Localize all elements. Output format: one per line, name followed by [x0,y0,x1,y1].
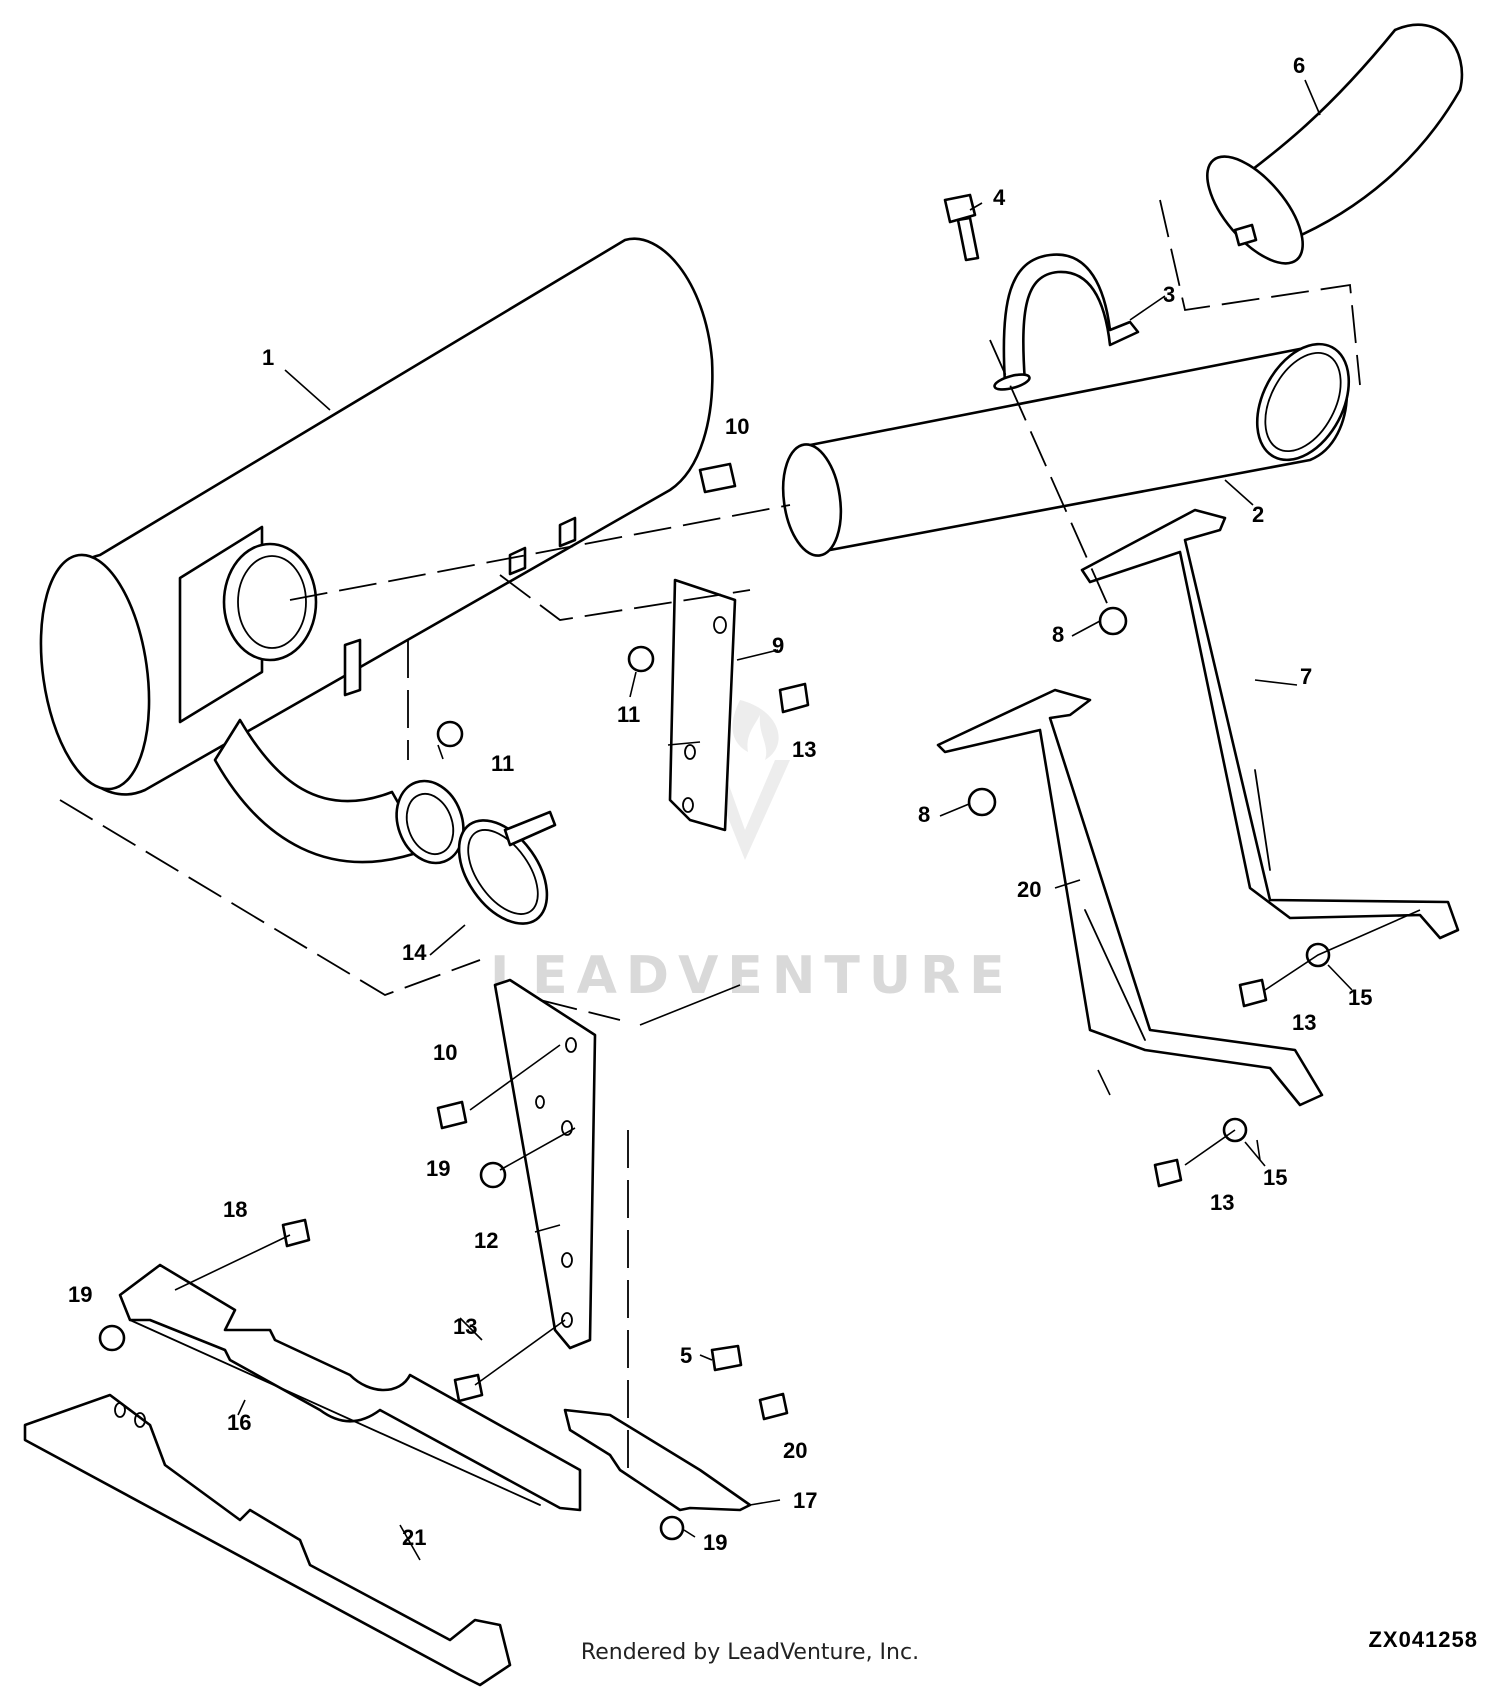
callout-21: 21 [402,1525,426,1550]
callout-17: 17 [793,1488,817,1513]
shield-part-16 [118,1263,582,1512]
bolt-18 [281,1218,311,1248]
plate-part-12 [493,978,597,1350]
callout-11-upper: 11 [617,702,640,727]
callout-13-right-upper: 13 [1292,1010,1316,1035]
callout-3: 3 [1163,282,1175,307]
nut-8-upper [1098,606,1128,636]
callout-leaders [237,79,1353,1561]
bolt-10-lower [436,1100,468,1130]
nut-11-lower [436,720,464,748]
alignment-lines [59,199,1421,1480]
callout-20-bolt: 20 [783,1438,807,1463]
callout-10-upper: 10 [725,414,749,439]
callout-12: 12 [474,1228,498,1253]
bracket-part-20 [936,688,1324,1107]
callout-2: 2 [1252,502,1264,527]
callout-6: 6 [1293,53,1305,78]
bolt-13-lower [453,1373,484,1403]
callout-15-lower: 15 [1263,1165,1287,1190]
nut-19-middle [479,1161,507,1189]
callout-20-bracket: 20 [1017,877,1041,902]
nut-19-left [98,1324,126,1352]
callout-13-lower: 13 [453,1314,477,1339]
bracket-part-17 [563,1408,752,1512]
callout-1: 1 [262,345,274,370]
nut-19-lower [659,1515,685,1541]
nut-8-lower [967,787,997,817]
bolt-part-4 [943,193,980,262]
callout-5: 5 [680,1343,692,1368]
callout-labels: 1 2 3 4 5 6 7 8 8 9 10 10 11 11 12 13 13… [68,53,1372,1555]
bolt-5 [710,1344,743,1372]
callout-13-plate: 13 [792,737,816,762]
callout-10-lower: 10 [433,1040,457,1065]
callout-16: 16 [227,1410,251,1435]
hardware-parts [98,462,1331,1541]
bolt-13-right-upper [1238,978,1268,1008]
clamp-part-14 [457,810,557,925]
nut-11-upper [627,645,655,673]
callout-11-lower: 11 [491,751,514,776]
callout-4: 4 [993,185,1006,210]
bolt-13-right-lower [1153,1158,1183,1188]
render-credit: Rendered by LeadVenture, Inc. [580,1640,920,1665]
callout-13-right-lower: 13 [1210,1190,1234,1215]
elbow-part [1206,23,1464,265]
exhaust-pipe-part [781,342,1351,557]
bolt-20 [758,1392,789,1421]
callout-15-upper: 15 [1348,985,1372,1010]
callout-8-upper: 8 [1052,622,1064,647]
callout-19-left: 19 [68,1282,92,1307]
callout-8-lower: 8 [918,802,930,827]
watermark-text: LEADVENTURE [490,946,1014,1006]
callout-9: 9 [772,633,784,658]
callout-19-lower: 19 [703,1530,727,1555]
bolt-10-upper [698,462,737,494]
drawing-id: ZX041258 [1368,1627,1478,1652]
bracket-part-7 [1080,508,1460,940]
callout-7: 7 [1300,664,1312,689]
callout-18: 18 [223,1197,247,1222]
callout-14: 14 [402,940,427,965]
callout-19-middle: 19 [426,1156,450,1181]
muffler-part [39,237,714,865]
bolt-13-plate [778,682,810,714]
shield-part-21 [23,1393,512,1687]
u-clamp-part [993,253,1140,391]
plate-part-9 [668,578,737,832]
